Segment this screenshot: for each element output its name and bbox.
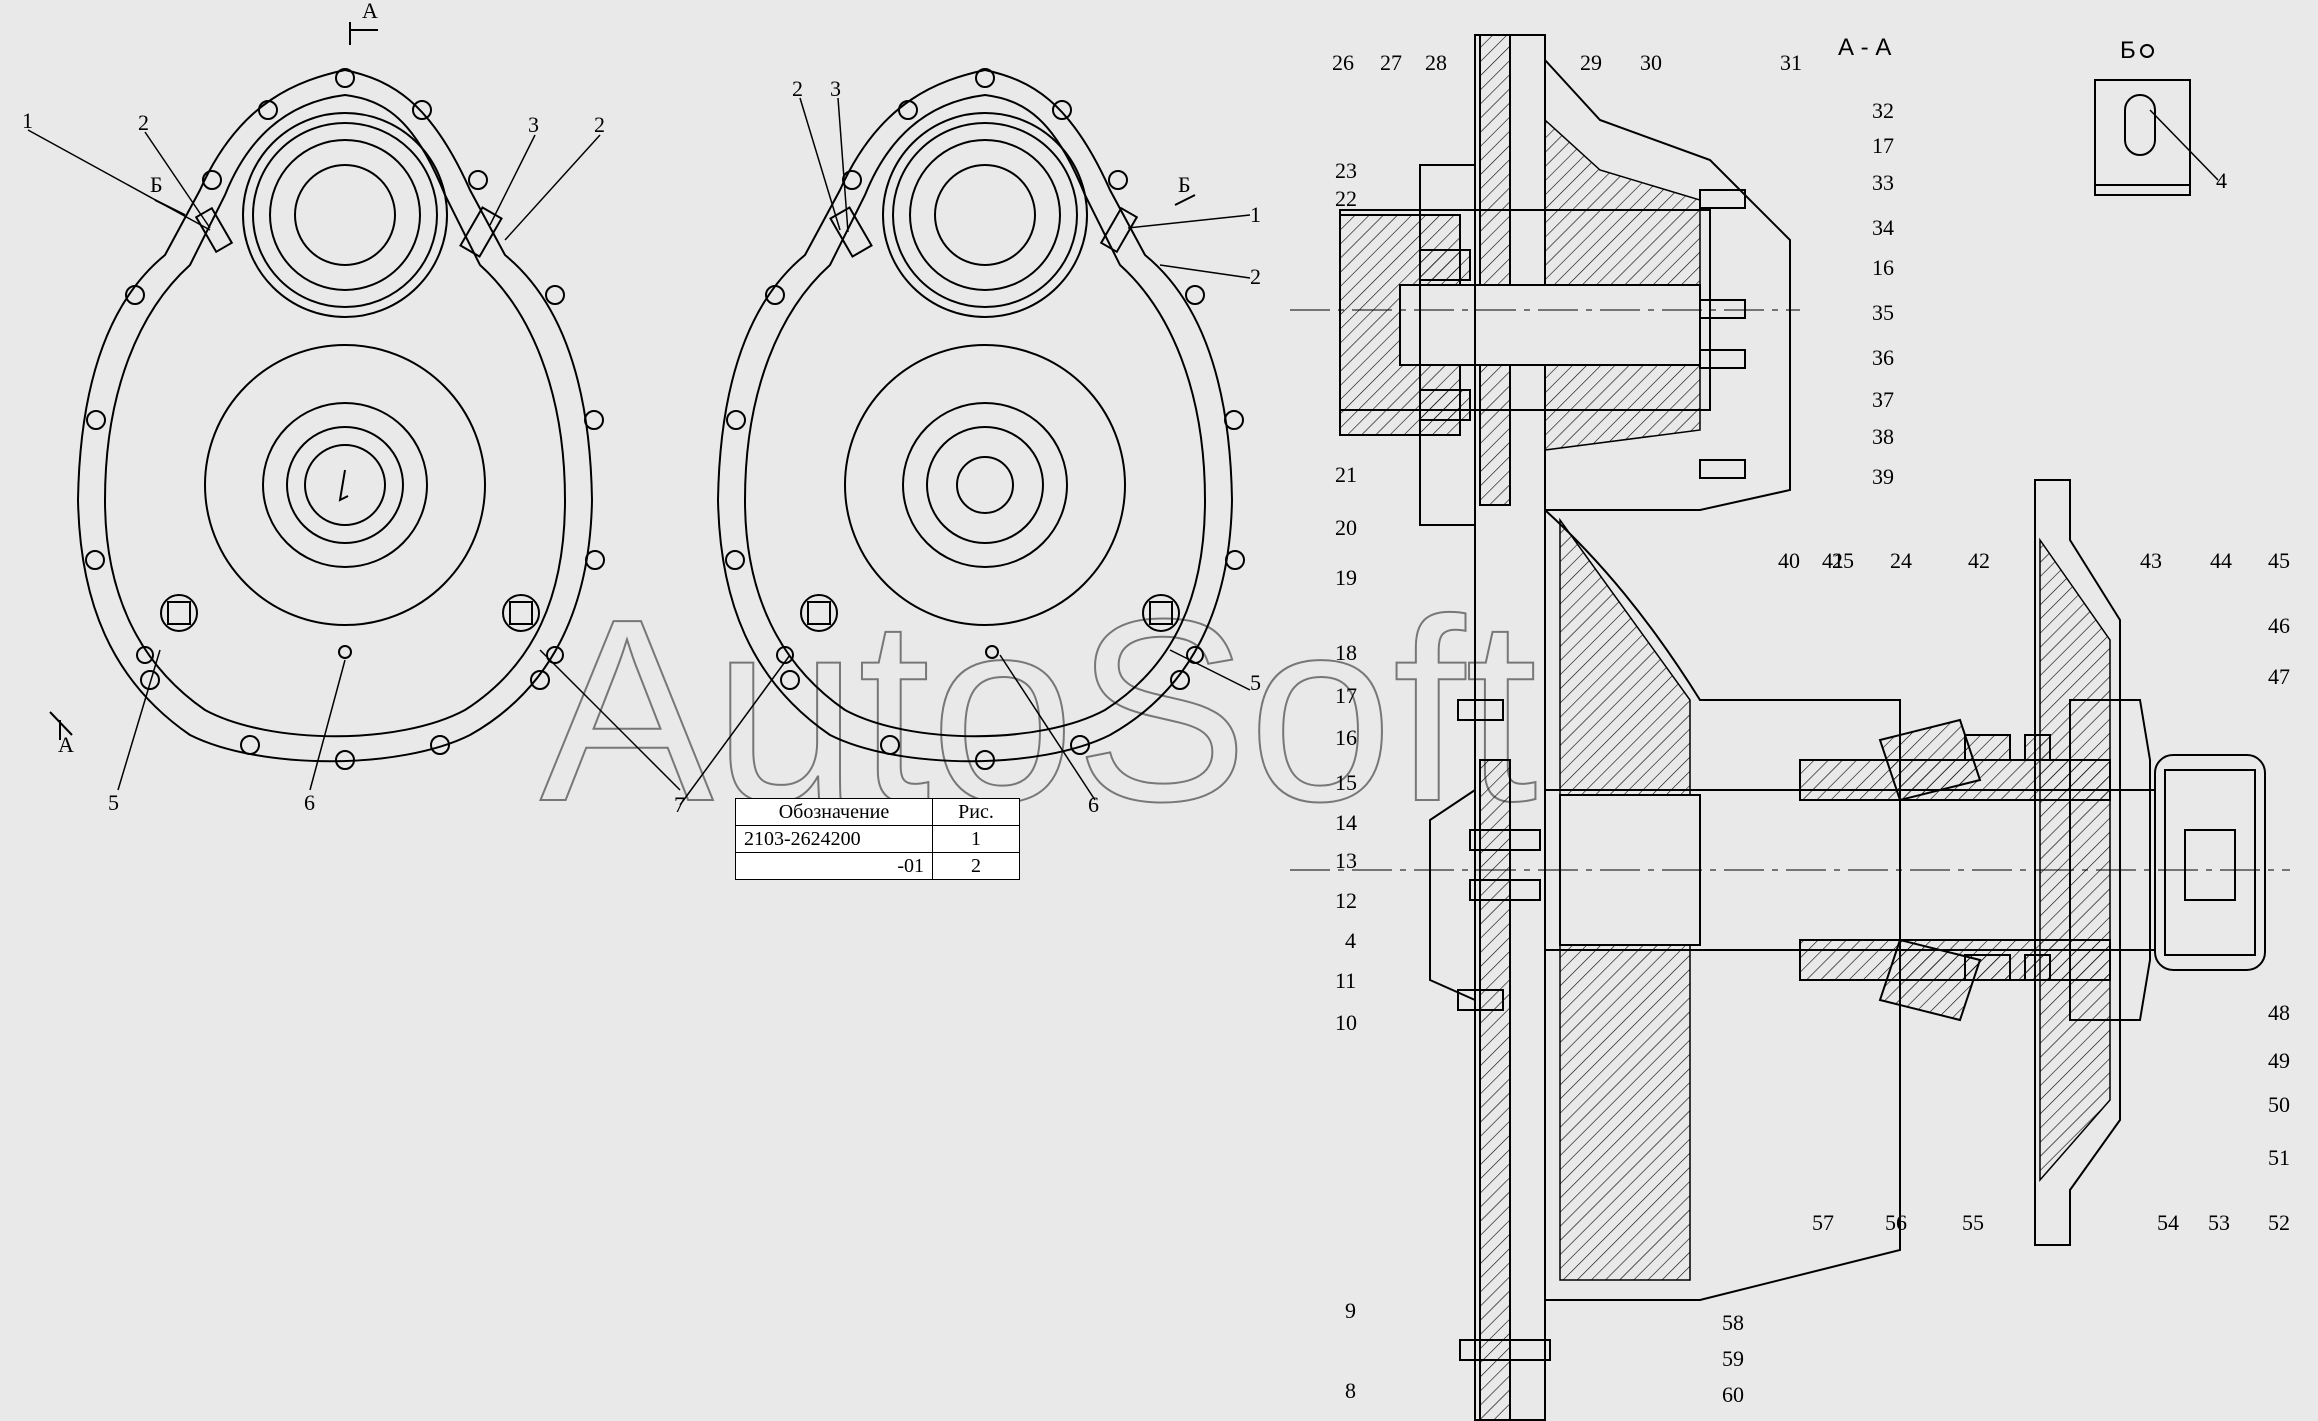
callout: 45 — [2268, 548, 2290, 573]
callout: 6 — [1088, 792, 1099, 817]
callout: 31 — [1780, 50, 1802, 75]
callout: 2 — [594, 112, 605, 137]
callout: 19 — [1335, 565, 1357, 590]
callout: 7 — [674, 792, 685, 817]
callout: 32 — [1872, 98, 1894, 123]
callout: 52 — [2268, 1210, 2290, 1235]
callout: 3 — [528, 112, 539, 137]
callout: 2 — [792, 76, 803, 101]
figure-1-front-view — [76, 68, 605, 770]
callout: 4 — [1345, 928, 1356, 953]
table-cell: -01 — [735, 852, 933, 880]
callout: 30 — [1640, 50, 1662, 75]
callout: 23 — [1335, 158, 1357, 183]
callout: 58 — [1722, 1310, 1744, 1335]
callout: 40 — [1778, 548, 1800, 573]
callout: 28 — [1425, 50, 1447, 75]
callout: 42 — [1968, 548, 1990, 573]
callout: 57 — [1812, 1210, 1834, 1235]
callout: 17 — [1335, 683, 1357, 708]
section-callouts: 26 27 28 29 30 31 32 17 33 34 16 35 36 3… — [1332, 50, 2290, 1407]
table-header-row: Обозначение Рис. — [735, 798, 1020, 826]
callout: 27 — [1380, 50, 1402, 75]
table-header: Обозначение — [735, 798, 933, 826]
callout: 54 — [2157, 1210, 2179, 1235]
cut-mark-b-fig1: Б — [150, 172, 163, 197]
callout: 9 — [1345, 1298, 1356, 1323]
cut-mark-a-top: А — [362, 0, 378, 23]
callout: 14 — [1335, 810, 1357, 835]
callout: 41 — [1822, 548, 1844, 573]
callout: 56 — [1885, 1210, 1907, 1235]
callout: 17 — [1872, 133, 1894, 158]
table-header: Рис. — [932, 798, 1020, 826]
callout: 53 — [2208, 1210, 2230, 1235]
callout: 49 — [2268, 1048, 2290, 1073]
callout: 59 — [1722, 1346, 1744, 1371]
callout: 6 — [304, 790, 315, 815]
callout: 60 — [1722, 1382, 1744, 1407]
fig1-callouts: 1 2 3 2 5 6 7 — [22, 108, 685, 817]
callout: 5 — [108, 790, 119, 815]
view-b — [2094, 79, 2191, 196]
fig2-callouts: 2 3 1 2 5 6 — [792, 76, 1261, 817]
callout: 44 — [2210, 548, 2232, 573]
view-callout: 4 — [2216, 168, 2227, 193]
callout: 12 — [1335, 888, 1357, 913]
callout: 24 — [1890, 548, 1912, 573]
callout: 25 — [1832, 548, 1854, 573]
callout: 18 — [1335, 640, 1357, 665]
callout: 2 — [1250, 264, 1261, 289]
callout: 8 — [1345, 1378, 1356, 1403]
callout: 3 — [830, 76, 841, 101]
callout: 38 — [1872, 424, 1894, 449]
callout: 36 — [1872, 345, 1894, 370]
callout: 43 — [2140, 548, 2162, 573]
fig1-bolt-holes — [85, 68, 605, 770]
section-title: А - А — [1838, 34, 1891, 61]
leader-lines — [27, 97, 2219, 806]
cut-mark-a-bottom: А — [58, 732, 74, 757]
callout: 5 — [1250, 670, 1261, 695]
callout: 35 — [1872, 300, 1894, 325]
callout: 48 — [2268, 1000, 2290, 1025]
table-cell: 2 — [932, 852, 1020, 880]
callout: 55 — [1962, 1210, 1984, 1235]
callout: 50 — [2268, 1092, 2290, 1117]
callout: 1 — [1250, 202, 1261, 227]
callout: 1 — [22, 108, 33, 133]
callout: 29 — [1580, 50, 1602, 75]
callout: 15 — [1335, 770, 1357, 795]
callout: 10 — [1335, 1010, 1357, 1035]
callout: 34 — [1872, 215, 1894, 240]
callout: 2 — [138, 110, 149, 135]
callout: 11 — [1335, 968, 1356, 993]
table-cell: 2103-2624200 — [735, 825, 933, 853]
callout: 20 — [1335, 515, 1357, 540]
figure-2-front-view — [716, 68, 1245, 770]
cut-mark-b-fig2: Б — [1178, 172, 1191, 197]
designation-table: Обозначение Рис. 2103-2624200 1 -01 2 — [735, 798, 1020, 880]
rotate-icon — [2140, 44, 2154, 58]
watermark: AutoSoft — [540, 566, 1538, 856]
table-row: 2103-2624200 1 — [735, 825, 1020, 853]
callout: 16 — [1335, 725, 1357, 750]
section-a-a — [1290, 34, 2290, 1421]
callout: 26 — [1332, 50, 1354, 75]
callout: 37 — [1872, 387, 1894, 412]
fig2-bolt-holes — [725, 68, 1245, 770]
callout: 47 — [2268, 664, 2290, 689]
table-row: -01 2 — [735, 852, 1020, 880]
callout: 33 — [1872, 170, 1894, 195]
table-cell: 1 — [932, 825, 1020, 853]
callout: 39 — [1872, 464, 1894, 489]
view-title: Б — [2120, 37, 2136, 64]
callout: 46 — [2268, 613, 2290, 638]
callout: 21 — [1335, 462, 1357, 487]
callout: 22 — [1335, 186, 1357, 211]
callout: 51 — [2268, 1145, 2290, 1170]
callout: 16 — [1872, 255, 1894, 280]
callout: 13 — [1335, 848, 1357, 873]
